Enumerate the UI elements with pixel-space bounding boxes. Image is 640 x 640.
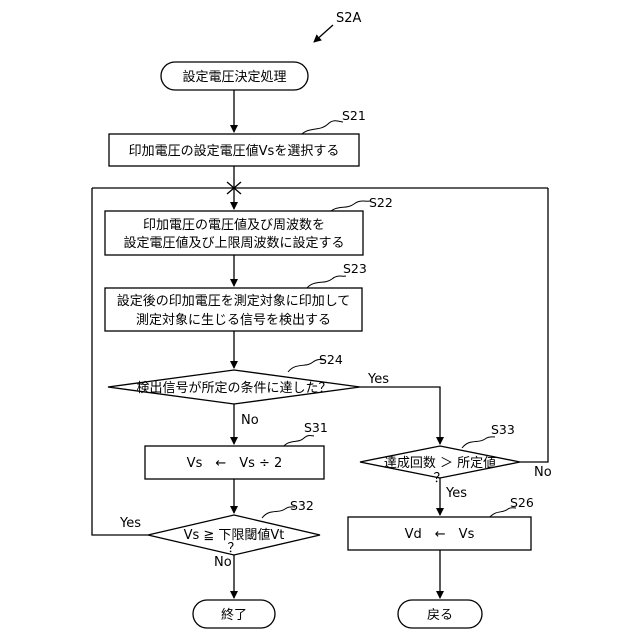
s24-yes-label: Yes xyxy=(367,372,389,387)
decision-s24: 検出信号が所定の条件に達した？ xyxy=(108,370,360,404)
s33-yes-label: Yes xyxy=(445,486,467,501)
start-terminator: 設定電圧決定処理 xyxy=(161,62,308,90)
start-text: 設定電圧決定処理 xyxy=(182,69,286,85)
s33-text: 達成回数 ＞ 所定値 xyxy=(384,455,496,471)
s32-no-label: No xyxy=(214,555,232,570)
figure-label-arrow xyxy=(314,25,333,42)
s24-text: 検出信号が所定の条件に達した？ xyxy=(136,380,331,396)
step-label-s23: S23 xyxy=(343,261,367,276)
s22-line2: 設定電圧値及び上限周波数に設定する xyxy=(123,235,344,251)
end-terminator: 終了 xyxy=(193,600,275,628)
figure-label: S2A xyxy=(336,11,362,26)
process-box-s21: 印加電圧の設定電圧値Vsを選択する xyxy=(109,134,359,166)
step-label-s22: S22 xyxy=(369,195,393,210)
step-label-s33: S33 xyxy=(491,422,515,437)
s33-no-label: No xyxy=(534,465,552,480)
process-box-s31: Vs ← Vs ÷ 2 xyxy=(145,446,324,479)
step-label-s31: S31 xyxy=(304,420,328,435)
process-box-s22: 印加電圧の電圧値及び周波数を 設定電圧値及び上限周波数に設定する xyxy=(105,211,363,255)
s23-line2: 測定対象に生じる信号を検出する xyxy=(136,313,331,328)
s31-text: Vs ← Vs ÷ 2 xyxy=(187,456,283,471)
return-text: 戻る xyxy=(427,608,453,623)
s23-line1: 設定後の印加電圧を測定対象に印加して xyxy=(117,293,351,309)
step-label-s32: S32 xyxy=(290,498,314,513)
process-box-s26: Vd ← Vs xyxy=(348,517,531,550)
s26-text: Vd ← Vs xyxy=(405,527,475,542)
loop-right-line xyxy=(520,188,548,462)
arrow-s24-yes-s33 xyxy=(360,387,440,444)
s21-text: 印加電圧の設定電圧値Vsを選択する xyxy=(129,143,340,159)
return-terminator: 戻る xyxy=(398,600,482,628)
s22-line1: 印加電圧の電圧値及び周波数を xyxy=(143,217,325,233)
process-box-s23: 設定後の印加電圧を測定対象に印加して 測定対象に生じる信号を検出する xyxy=(105,288,362,331)
s24-no-label: No xyxy=(241,413,259,428)
s32-yes-label: Yes xyxy=(119,516,141,531)
step-label-s21: S21 xyxy=(342,108,366,123)
leader-s33 xyxy=(462,437,495,448)
s32-question: ？ xyxy=(227,541,240,556)
end-text: 終了 xyxy=(221,607,247,623)
decision-s32: Vs ≧ 下限閾値Vt ？ xyxy=(148,515,320,556)
leader-s23 xyxy=(306,276,346,289)
